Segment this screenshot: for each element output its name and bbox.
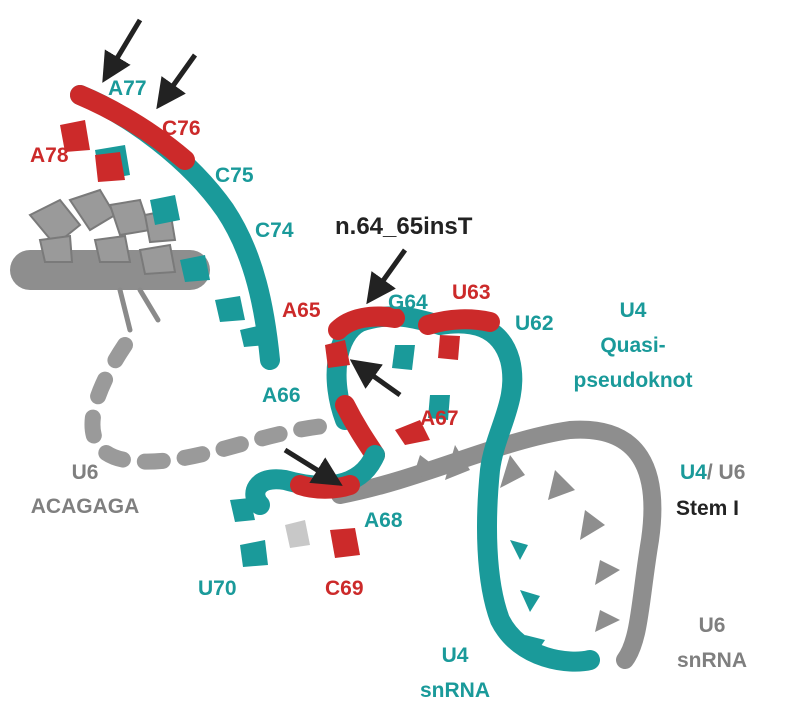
label-u6-acagaga-line2: ACAGAGA xyxy=(30,495,140,518)
label-u70: U70 xyxy=(198,577,237,600)
label-stem-u4-u6: U4/ U6 xyxy=(680,462,745,483)
label-u6-snrna-line2: snRNA xyxy=(676,649,748,672)
arrow-a77 xyxy=(102,18,143,83)
pointer-arrows xyxy=(102,18,408,486)
label-u63: U63 xyxy=(452,281,491,304)
label-stem-u4: U4 xyxy=(680,461,707,484)
label-insertion: n.64_65insT xyxy=(335,213,473,240)
arrow-a68 xyxy=(283,447,343,486)
label-u6-acagaga-line1: U6 xyxy=(71,461,99,484)
arrow-c76 xyxy=(156,53,198,110)
label-u62: U62 xyxy=(515,312,554,335)
label-stem-name: Stem I xyxy=(676,497,740,520)
u4-snrna-backbone xyxy=(70,85,600,672)
label-a67: A67 xyxy=(420,407,459,430)
label-u4-snrna-line1: U4 xyxy=(441,644,469,667)
label-a65: A65 xyxy=(282,299,321,322)
label-g64: G64 xyxy=(388,291,428,314)
label-a66: A66 xyxy=(262,384,301,407)
label-c75: C75 xyxy=(215,164,254,187)
label-c69: C69 xyxy=(325,577,364,600)
label-u6-snrna-line1: U6 xyxy=(698,614,726,637)
label-u4-quasi-line2: Quasi- xyxy=(600,334,666,357)
label-stem-u6: / U6 xyxy=(706,461,746,484)
arrow-insertion xyxy=(366,248,408,305)
u6-snrna-bases xyxy=(412,445,620,632)
u6-acagaga-helix xyxy=(10,188,210,333)
arrow-a66 xyxy=(349,359,402,398)
label-c76: C76 xyxy=(162,117,201,140)
u6-snrna-backbone xyxy=(331,420,662,669)
u6-dashed-connector xyxy=(84,337,343,470)
label-c74: C74 xyxy=(255,219,294,242)
label-u4-snrna-line2: snRNA xyxy=(419,679,491,702)
label-a68: A68 xyxy=(364,509,403,532)
u4-bases xyxy=(60,120,545,655)
label-a77: A77 xyxy=(108,77,147,100)
label-a78: A78 xyxy=(30,144,69,167)
label-u4-quasi-line1: U4 xyxy=(619,299,647,322)
label-u4-quasi-line3: pseudoknot xyxy=(573,369,693,392)
